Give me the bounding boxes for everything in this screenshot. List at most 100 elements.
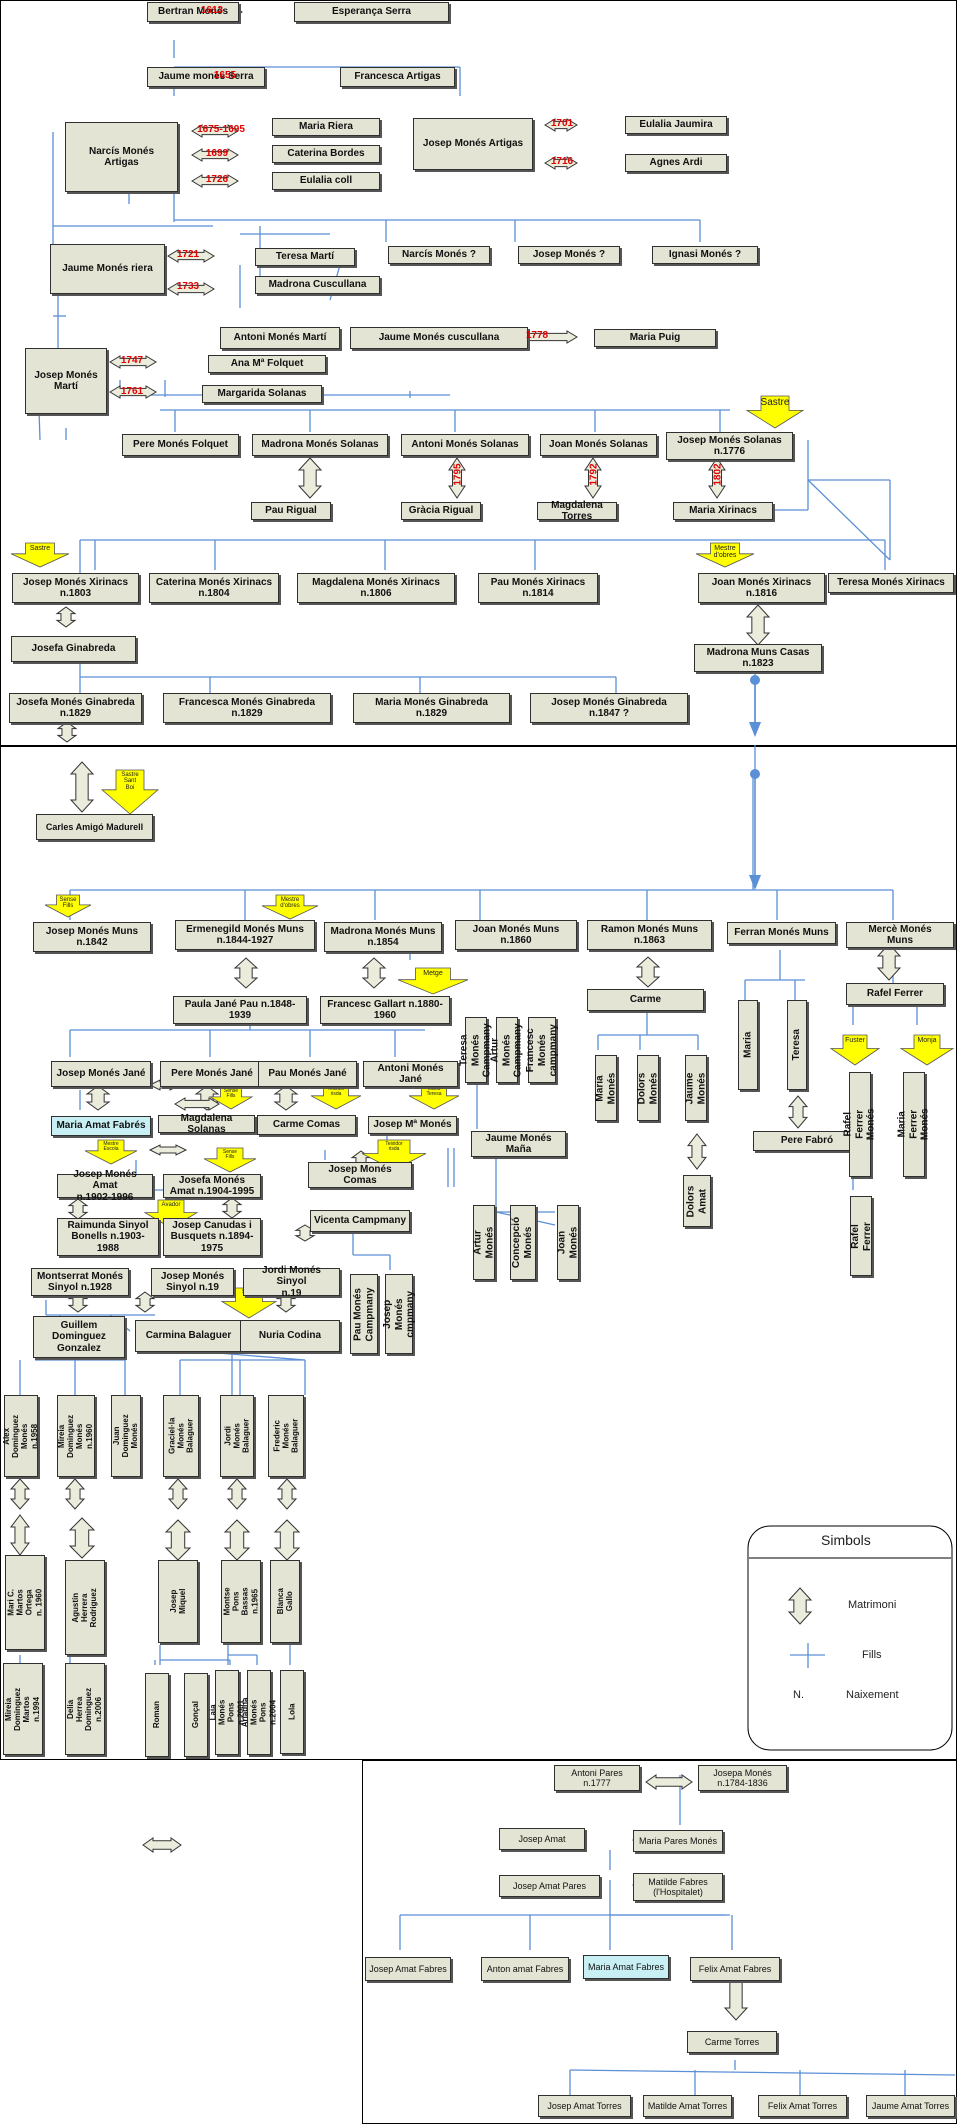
person-name: Mireia Dominguez Monés n.1960 [57, 1414, 95, 1458]
person-box-ignasi-q: Ignasi Monés ? [652, 246, 758, 264]
marriage-arrow-icon [584, 457, 602, 499]
marriage-arrow-icon [64, 1478, 86, 1510]
person-box-v-lola: Lola [280, 1670, 304, 1754]
person-box-ermenegild: Ermenegild Monés Muns n.1844-1927 [175, 920, 315, 950]
person-box-pau-rigual: Pau Rigual [251, 502, 331, 520]
marriage-arrow-icon [174, 1097, 220, 1111]
marriage-year-label: 1792 [588, 463, 600, 486]
person-box-v-maria: Maria [738, 1000, 758, 1090]
person-name: Antoni Monés Jané [377, 1062, 444, 1086]
person-box-bertran: Bertran Monés [147, 2, 239, 22]
person-name: Eulalia Jaumira [639, 119, 713, 131]
person-name: Jaume Monés Maña [485, 1132, 552, 1156]
occupation-label: Mestre d'obres [280, 897, 300, 910]
marriage-year-label: 1699 [205, 148, 229, 159]
person-box-esperanca: Esperança Serra [294, 2, 449, 22]
person-name: Maria Amat Fabrés [56, 1120, 146, 1132]
person-name: Eulalia coll [299, 175, 353, 187]
person-name: Carles Amigó Madurell [45, 821, 144, 832]
person-box-teresa-marti: Teresa Martí [255, 248, 355, 266]
person-name: Montserrat Monés Sinyol n.1928 [36, 1270, 124, 1294]
marriage-year-label: 1747 [120, 355, 144, 366]
person-name: Felix Amat Fabres [698, 1963, 772, 1974]
person-name: Jaume Monés riera [62, 263, 153, 275]
person-box-joan-xirinacs: Joan Monés Xirinacs n.1816 [698, 573, 825, 603]
legend-fills-label: Fills [862, 1649, 882, 1661]
legend-box [747, 1525, 953, 1751]
person-box-gracia-rigual: Gràcia Rigual [401, 502, 481, 520]
person-box-v-rafel-ferrer-mones: Rafel Ferrer Monés [843, 1072, 877, 1177]
person-name: Vicenta Campmany [313, 1215, 407, 1227]
person-box-v-delia: Delia Herrea Dominguez n.2006 [65, 1663, 105, 1755]
person-box-matilde-fabres: Matilde Fabres (l'Hospitalet) [633, 1873, 723, 1901]
person-box-v-teresa: Teresa [787, 1000, 807, 1090]
person-name: Teresa Monés Xirinacs [837, 577, 945, 589]
person-box-magdalena-xirinacs: Magdalena Monés Xirinacs n.1806 [297, 573, 455, 603]
person-box-caterina-bordes: Caterina Bordes [272, 145, 380, 163]
person-name: Josefa Monés Ginabreda n.1829 [16, 696, 135, 720]
marriage-year-label: 1701 [550, 118, 574, 129]
person-name: Roman [152, 1701, 162, 1729]
person-box-nuria: Nuria Codina [240, 1320, 340, 1352]
marriage-year-label: 1721 [176, 249, 200, 260]
marriage-arrow-icon [276, 1478, 298, 1510]
occupation-label: Sense Fills [223, 1088, 239, 1100]
person-name: Maria Xirinacs [689, 505, 757, 517]
person-box-maria-xirinacs: Maria Xirinacs [673, 502, 773, 520]
person-name: Josep Monés Muns n.1842 [45, 925, 139, 949]
occupation-arrow-icon [44, 894, 92, 918]
person-box-carme-torres: Carme Torres [687, 2031, 777, 2053]
occupation-label: Fuster [845, 1037, 865, 1044]
marriage-arrow-icon [708, 457, 726, 499]
person-name: Frederic Monés Balaguer [272, 1418, 300, 1454]
person-box-josep-q: Josep Monés ? [518, 246, 620, 264]
marriage-arrow-icon [167, 1478, 189, 1510]
person-box-v-joan-m: Joan Monés [557, 1205, 579, 1280]
person-box-josep-mones-comas: Josep Monés Comas [308, 1162, 412, 1188]
person-name: Ariadna Monés Pons n.2004 [240, 1697, 278, 1728]
person-name: Esperança Serra [332, 6, 411, 18]
connector-line [569, 2069, 956, 2076]
person-box-v-blanca: Blanca Gallo [270, 1560, 300, 1643]
marriage-arrow-icon [297, 457, 323, 499]
person-name: Caterina Monés Xirinacs n.1804 [155, 576, 273, 600]
person-box-raimunda: Raimunda Sinyol Bonells n.1903- 1988 [57, 1218, 159, 1256]
person-box-caterina-xirinacs: Caterina Monés Xirinacs n.1804 [149, 573, 279, 603]
marriage-arrow-icon [142, 1837, 182, 1853]
person-name: Maria Monés [594, 1072, 618, 1104]
person-name: Antoni Monés Solanas [411, 439, 519, 451]
occupation-arrow-icon [829, 1034, 881, 1066]
person-name: Jaume Amat Torres [871, 2100, 950, 2111]
person-box-josep-artigas: Josep Monés Artigas [413, 118, 533, 170]
person-box-v-dolors-m: Dolors Monés [637, 1055, 659, 1121]
person-name: Pau Monés Jané [268, 1068, 347, 1080]
person-box-v-pau-campmany: Pau Monés Campmany [350, 1274, 378, 1354]
marriage-arrow-icon [787, 1587, 813, 1625]
person-name: Matilde Amat Torres [647, 2100, 728, 2111]
person-name: Juan Dominguez Monés [112, 1414, 140, 1458]
person-name: Magdalena Torres [551, 499, 603, 523]
occupation-label: Sastre [760, 397, 790, 408]
person-box-magdalena-torres: Magdalena Torres [537, 499, 617, 523]
person-box-v-mireia: Mireia Dominguez Monés n.1960 [57, 1395, 95, 1477]
person-box-teresa-xirinacs: Teresa Monés Xirinacs [828, 573, 954, 593]
person-name: Mireia Dominguez Martos n.1994 [4, 1687, 42, 1731]
marriage-year-label: 1675-1695 [197, 124, 245, 135]
person-box-josep-amat-fabres: Josep Amat Fabres [365, 1957, 451, 1981]
person-box-pere-folquet: Pere Monés Folquet [122, 434, 239, 456]
section-frame-2 [0, 746, 957, 1760]
marriage-arrow-icon [167, 249, 215, 263]
person-name: Jaume Monés cuscullana [378, 332, 500, 344]
person-box-felix-amat-fabres: Felix Amat Fabres [690, 1957, 780, 1981]
person-box-v-agustin: Agustín Herrera Rodriguez [65, 1560, 105, 1655]
person-name: Dolors Amat [685, 1185, 709, 1217]
person-box-madrona-mm: Madrona Monés Muns n.1854 [324, 922, 442, 952]
person-box-josep-jane: Josep Monés Jané [51, 1061, 151, 1087]
person-box-margarida: Margarida Solanas [202, 385, 322, 403]
marriage-year-label: 1716 [550, 156, 574, 167]
person-box-v-frederic: Frederic Monés Balaguer [268, 1395, 304, 1477]
person-box-rafel-ferrer: Rafel Ferrer [846, 983, 944, 1005]
person-box-maria-amat-fabres2: Maria Amat Fabres [583, 1955, 669, 1979]
person-box-montserrat: Montserrat Monés Sinyol n.1928 [31, 1268, 129, 1296]
person-name: Francesc Gallart n.1880- 1960 [327, 998, 443, 1022]
